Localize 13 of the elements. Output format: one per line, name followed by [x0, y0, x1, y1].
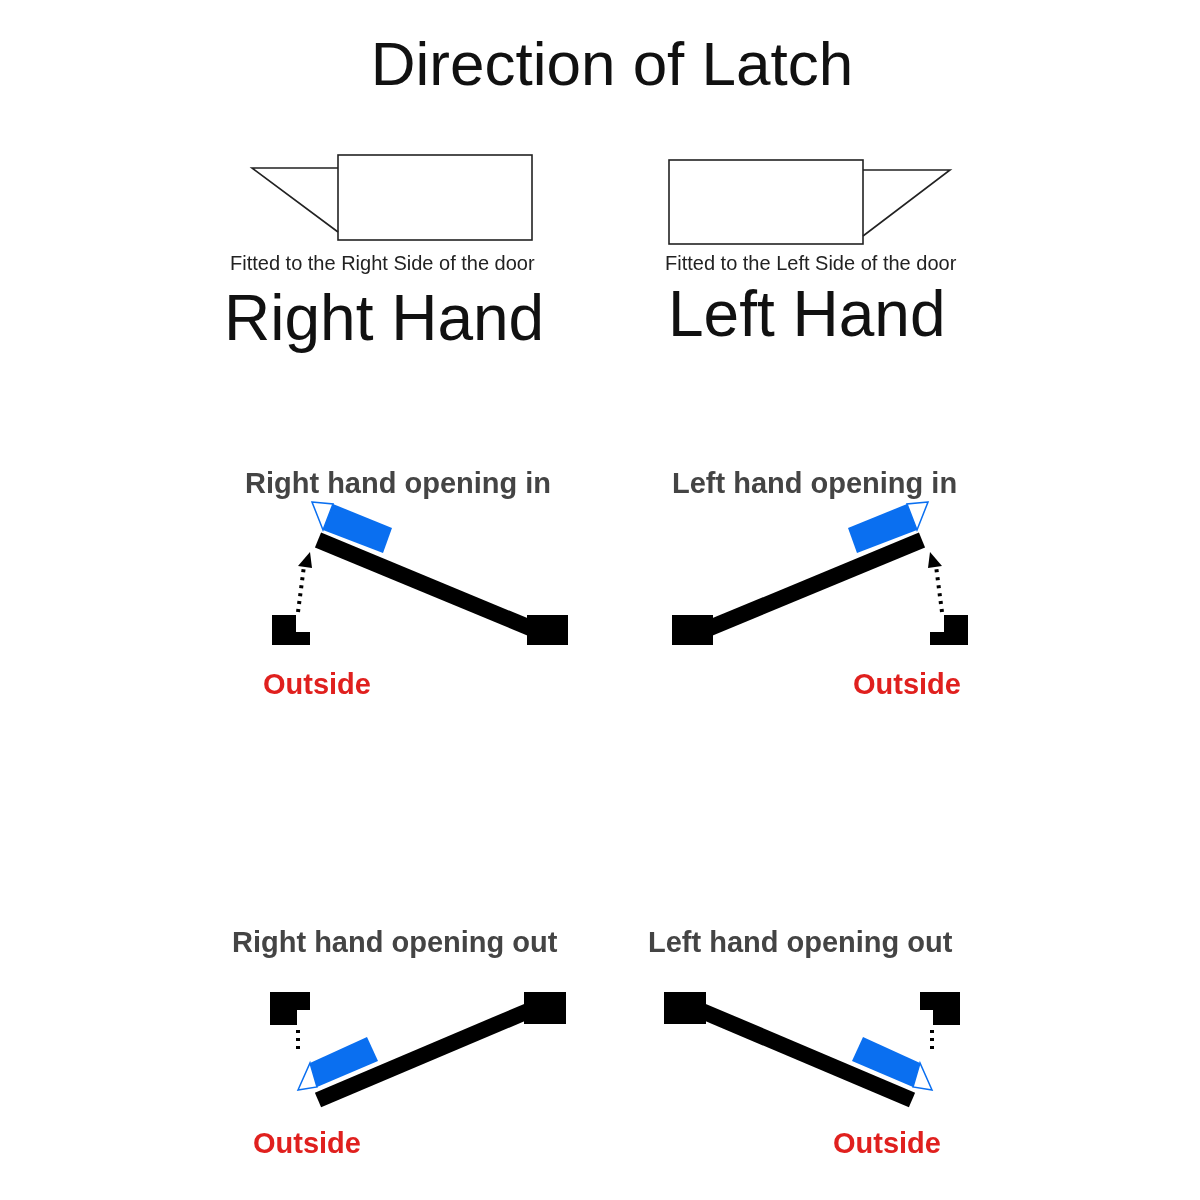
title: Direction of Latch: [369, 28, 855, 100]
diagram-heading: Left hand opening in: [672, 467, 958, 501]
diagram-heading: Right hand opening out: [232, 926, 558, 960]
side-label: Outside: [263, 668, 371, 702]
side-label: Outside: [853, 668, 961, 702]
caption-text: Fitted to the Right Side of the door: [230, 252, 535, 275]
side-label: Outside: [253, 1127, 361, 1161]
caption-text: Fitted to the Left Side of the door: [665, 252, 957, 275]
heading-text: Right Hand: [224, 282, 545, 356]
diagram-heading: Left hand opening out: [648, 926, 953, 960]
heading-text: Left Hand: [668, 278, 946, 352]
side-label: Outside: [833, 1127, 941, 1161]
diagram-heading: Right hand opening in: [245, 467, 552, 501]
